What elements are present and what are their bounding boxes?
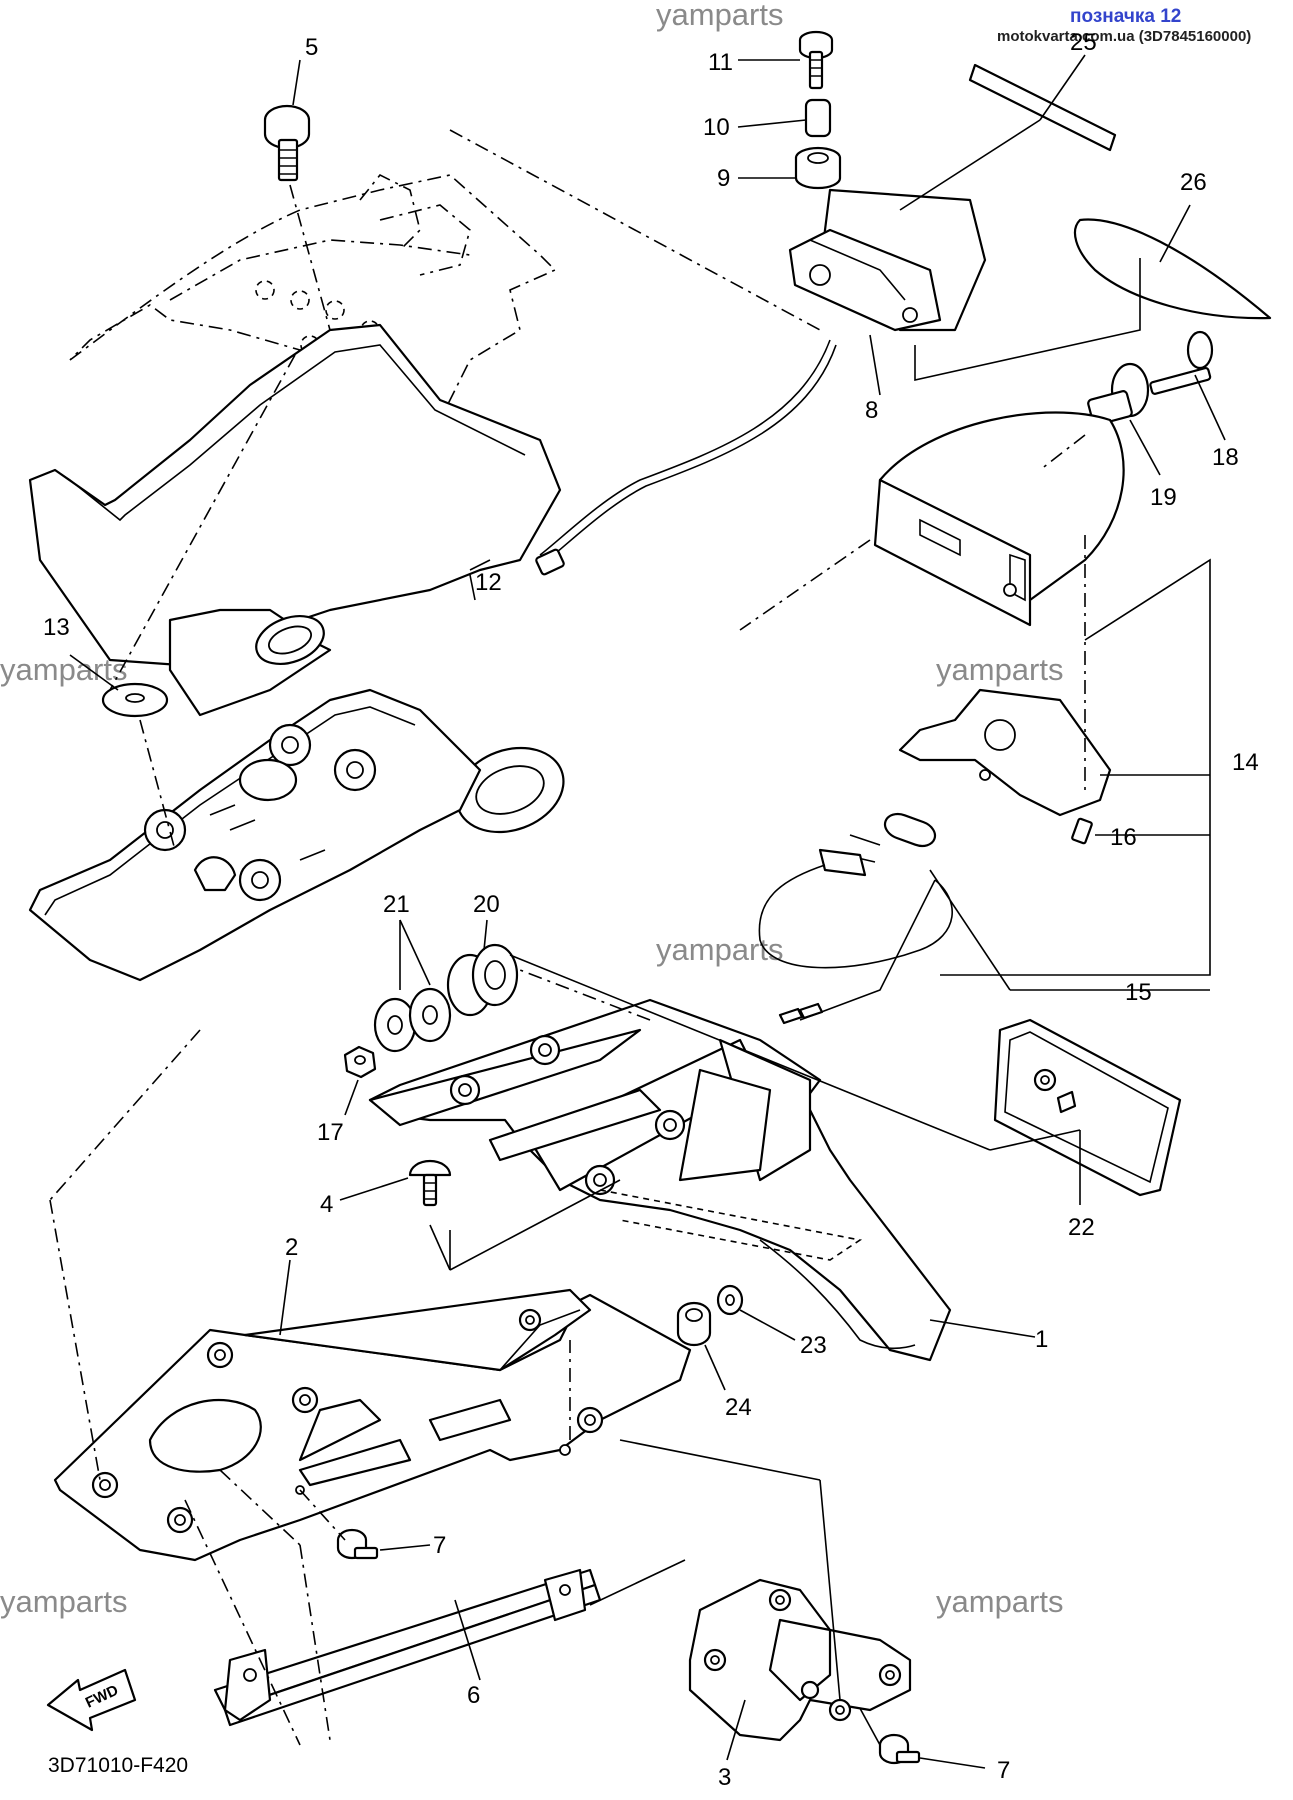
callout-25: 25 [1070, 29, 1097, 56]
callout-26: 26 [1180, 169, 1207, 196]
license-bracket-1 [368, 969, 1036, 1362]
callout-15: 15 [1125, 979, 1152, 1006]
callout-6: 6 [467, 1682, 480, 1709]
tail-lamp-14 [739, 411, 1211, 1025]
callout-2: 2 [285, 1234, 298, 1261]
watermark-right-lower: yamparts [936, 1584, 1063, 1619]
hardware-stack-9-10-11 [737, 30, 842, 190]
bolt-18 [1149, 330, 1226, 441]
callout-20: 20 [473, 891, 500, 918]
panel-26 [914, 204, 1272, 381]
reflector-22 [509, 954, 1182, 1205]
callout-7-lower: 7 [997, 1757, 1010, 1784]
washer-13 [69, 354, 296, 851]
watermark-center: yamparts [656, 932, 783, 967]
callout-11: 11 [708, 49, 733, 76]
callout-14: 14 [1232, 749, 1259, 776]
watermark-top: yamparts [656, 0, 783, 32]
header-site-ref: motokvarta.com.ua (3D7845160000) [997, 28, 1251, 45]
fwd-arrow-icon: FWD [46, 1668, 137, 1732]
side-rail-6 [184, 1499, 686, 1746]
callout-19: 19 [1150, 484, 1177, 511]
washer-23 [716, 1284, 796, 1341]
callout-16: 16 [1110, 824, 1137, 851]
diagram-code: 3D71010-F420 [48, 1754, 188, 1777]
callout-8: 8 [865, 397, 878, 424]
screw-4 [339, 1159, 452, 1271]
callout-4: 4 [320, 1191, 333, 1218]
callout-17: 17 [317, 1119, 344, 1146]
grommets-21 [373, 919, 452, 1053]
callout-18: 18 [1212, 444, 1239, 471]
rear-fender-12 [28, 323, 565, 982]
bolt-5 [263, 59, 331, 331]
screw-7-upper [299, 1489, 431, 1560]
callout-9: 9 [717, 165, 730, 192]
callout-7-upper: 7 [433, 1532, 446, 1559]
header-site-tag: позначка 12 [1070, 6, 1181, 27]
strip-25 [899, 54, 1117, 211]
callout-22: 22 [1068, 1214, 1095, 1241]
collar-24 [676, 1301, 726, 1391]
callout-13: 13 [43, 614, 70, 641]
watermark-left-lower: yamparts [0, 1584, 127, 1619]
callout-23: 23 [800, 1332, 827, 1359]
callout-3: 3 [718, 1764, 731, 1791]
callout-1: 1 [1035, 1326, 1048, 1353]
callout-21: 21 [383, 891, 410, 918]
cdi-unit-8 [449, 129, 987, 576]
mount-plate-3 [619, 1439, 912, 1761]
grommet-20 [446, 919, 519, 1017]
bracket-plate-2 [49, 1029, 692, 1562]
callout-12: 12 [475, 569, 502, 596]
callout-10: 10 [703, 114, 730, 141]
callout-5: 5 [305, 34, 318, 61]
nut-17 [343, 1045, 377, 1116]
watermark-right-upper: yamparts [936, 652, 1063, 687]
callout-24: 24 [725, 1394, 752, 1421]
